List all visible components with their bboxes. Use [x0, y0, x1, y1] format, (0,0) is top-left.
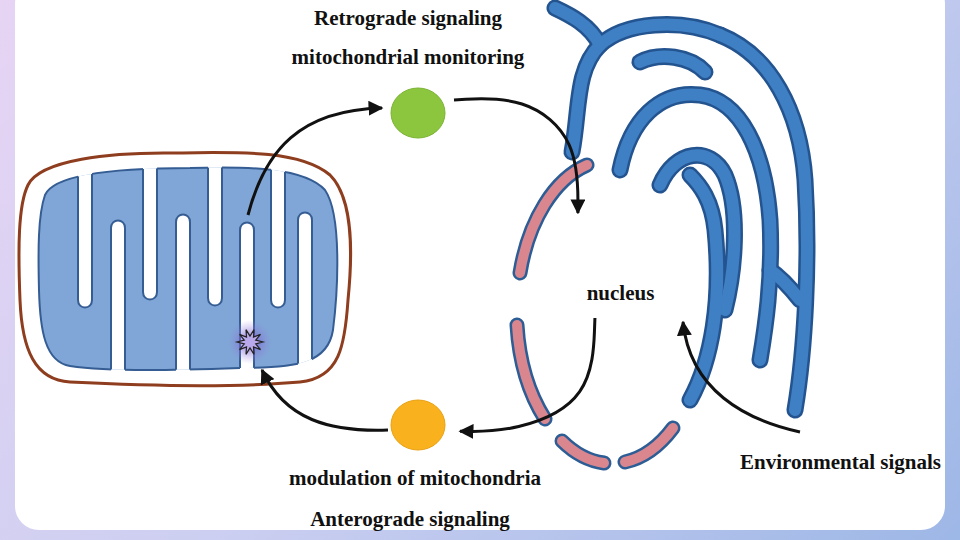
- slide-panel: [15, 0, 945, 530]
- node-label: Retrograde signaling: [314, 5, 502, 31]
- signal-circle: modulation of mitochondriaAnterograde si…: [390, 399, 446, 451]
- node-label: Anterograde signaling: [310, 506, 510, 532]
- signal-dot: [391, 400, 445, 450]
- endoplasmic-reticulum: [555, 8, 807, 410]
- node-label: modulation of mitochondria: [289, 465, 541, 491]
- node-label: mitochondrial monitoring: [292, 44, 525, 70]
- er-outline: [555, 8, 807, 410]
- nucleus-region: nucleus: [525, 168, 710, 458]
- circle-shape: [390, 87, 446, 139]
- annotation-label: Environmental signals: [740, 449, 941, 475]
- damage-glow: [228, 320, 272, 364]
- signal-arrow: [683, 322, 800, 432]
- damage-burst: [237, 330, 263, 355]
- envelope-outline: [517, 165, 673, 463]
- signal-arrow: [454, 99, 578, 213]
- mito-arrow: [248, 108, 382, 215]
- nuclear-envelope: [517, 165, 673, 463]
- inner-membrane: [39, 167, 338, 370]
- signal-arrow: [460, 318, 595, 431]
- signal-dot: [391, 88, 445, 138]
- signal-circle: Retrograde signalingmitochondrial monito…: [390, 87, 446, 139]
- circle-shape: [390, 399, 446, 451]
- node-label: nucleus: [587, 280, 655, 306]
- cristae: [78, 150, 312, 390]
- mito-arrow: [262, 370, 388, 430]
